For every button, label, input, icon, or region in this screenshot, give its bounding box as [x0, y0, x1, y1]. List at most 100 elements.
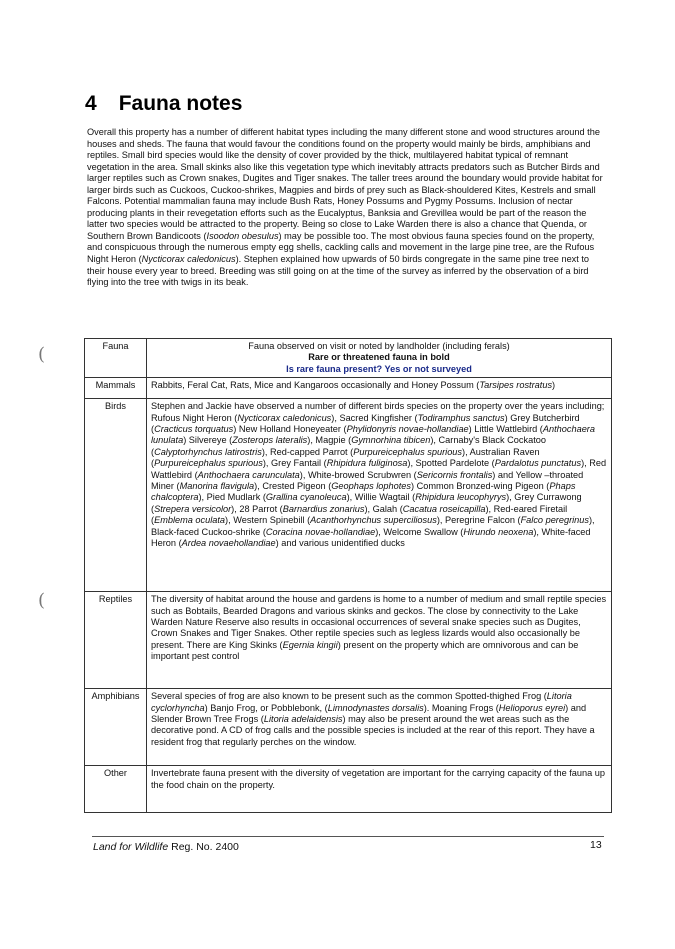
text-run: ), Crested Pigeon ( [254, 481, 332, 492]
fauna-category: Amphibians [84, 688, 147, 767]
footer-reg: Reg. No. 2400 [168, 841, 239, 853]
fauna-description: Several species of frog are also known t… [146, 688, 612, 767]
text-run: ), Spotted Pardelote ( [407, 458, 495, 469]
text-run: ), Red-capped Parrot ( [261, 446, 354, 457]
text-run: Stephen and Jackie have observed a numbe… [151, 401, 605, 423]
text-run: ), Magpie ( [307, 435, 352, 446]
text-run: ) Little Wattlebird ( [468, 424, 543, 435]
text-run: ), Welcome Swallow ( [375, 526, 464, 537]
species-name: Cracticus torquatus [154, 424, 234, 435]
text-run: ). Moaning Frogs ( [423, 702, 499, 713]
species-name: Cacatua roseicapilla [402, 503, 486, 514]
species-name: Nycticorax caledonicus [237, 412, 332, 423]
species-name: Limnodynastes dorsalis [327, 702, 424, 713]
footer-brand: Land for Wildlife [93, 841, 169, 853]
species-name: Helioporus eyrei [498, 702, 566, 713]
species-name: Coracina novae-hollandiae [265, 526, 376, 537]
text-run: Invertebrate fauna present with the dive… [151, 768, 606, 790]
text-run: ), Pied Mudlark ( [198, 492, 266, 503]
text-run: The diversity of habitat around the hous… [151, 594, 607, 650]
text-run: ) Banjo Frog, or Pobblebonk, ( [204, 702, 328, 713]
species-name: Anthochaera lunulata [151, 424, 595, 446]
species-name: Anthochaera carunculata [197, 469, 300, 480]
text-run: ), Galah ( [364, 503, 403, 514]
species-name: Sericornis frontalis [416, 469, 493, 480]
species-name: Falco peregrinus [520, 515, 589, 526]
margin-mark: ( [38, 344, 46, 365]
text-run: ) Silvereye ( [183, 435, 233, 446]
text-run: ) [552, 380, 556, 391]
text-run: ), 28 Parrot ( [231, 503, 283, 514]
species-name: Tarsipes rostratus [479, 380, 553, 391]
species-name: Rhipidura fuliginosa [326, 458, 408, 469]
text-run: ), Grey Fantail ( [262, 458, 327, 469]
text-run: ), White-faced Heron ( [151, 526, 591, 549]
species-name: Gymnorhina tibicen [351, 435, 431, 446]
species-name: Hirundo neoxena [463, 526, 534, 537]
fauna-category: Birds [84, 398, 147, 593]
section-number: 4 [85, 92, 97, 115]
header-description-cell: Fauna observed on visit or noted by land… [146, 337, 612, 379]
text-run: ), Grey Currawong ( [151, 492, 582, 514]
species-name: Manorina flavigula [179, 481, 255, 492]
text-run: Rabbits, Feral Cat, Rats, Mice and Kanga… [151, 380, 480, 391]
text-run: ), Willie Wagtail ( [346, 492, 416, 503]
species-name: Geophaps lophotes [331, 481, 411, 492]
fauna-category: Other [84, 765, 147, 814]
species-name: Nycticorax caledonicus [141, 254, 236, 265]
fauna-description: Rabbits, Feral Cat, Rats, Mice and Kanga… [146, 377, 612, 400]
text-run: Overall this property has a number of di… [87, 127, 603, 241]
text-run: ) and various unidentified ducks [275, 538, 405, 549]
footer-title: Land for Wildlife Reg. No. 2400 [93, 841, 239, 853]
species-name: Pardalotus punctatus [494, 458, 582, 469]
text-run: ). Stephen explained how upwards of 50 b… [87, 254, 590, 288]
fauna-category: Mammals [84, 377, 147, 400]
fauna-table: Fauna Fauna observed on visit or noted b… [84, 337, 612, 814]
section-title: Fauna notes [118, 92, 243, 115]
species-name: Isoodon obesulus [206, 230, 279, 241]
fauna-description: Stephen and Jackie have observed a numbe… [146, 398, 612, 593]
species-name: Zosterops lateralis [232, 435, 308, 446]
text-run: ) present on the property which are omni… [151, 639, 579, 662]
margin-mark: ( [38, 590, 46, 611]
text-run: ), Red Wattlebird ( [151, 458, 607, 480]
page-number: 13 [590, 839, 602, 851]
table-row: Mammals Rabbits, Feral Cat, Rats, Mice an… [84, 377, 612, 400]
text-run: ), Sacred Kingfisher ( [331, 412, 418, 423]
text-run: ) Common Bronzed-wing Pigeon ( [410, 481, 550, 492]
species-name: Litoria cyclorhyncha [151, 691, 572, 713]
text-run: ), Red-eared Firetail ( [151, 503, 568, 526]
species-name: Todiramphus sanctus [417, 412, 505, 423]
text-run: ), Peregrine Falcon ( [436, 515, 521, 526]
intro-paragraph: Overall this property has a number of di… [87, 127, 607, 289]
species-name: Calyptorhynchus latirostris [154, 446, 262, 457]
species-name: Strepera versicolor [154, 503, 232, 514]
text-run: ), White-browed Scrubwren ( [299, 469, 417, 480]
section-heading: 4 Fauna notes [85, 92, 242, 116]
text-run: ), Western Spinebill ( [225, 515, 311, 526]
species-name: Barnardius zonarius [282, 503, 365, 514]
header-line-observed: Fauna observed on visit or noted by land… [248, 341, 510, 351]
species-name: Phaps chalcoptera [151, 481, 576, 503]
text-run: ), Australian Raven ( [151, 446, 540, 469]
text-run: ) may also be present around the wet are… [151, 714, 595, 747]
header-line-rare: Rare or threatened fauna in bold [308, 352, 450, 363]
table-header-row: Fauna Fauna observed on visit or noted b… [84, 337, 612, 379]
text-run: ), Black-faced Cuckoo-shrike ( [151, 515, 595, 537]
header-line-present: Is rare fauna present? Yes or not survey… [286, 363, 472, 374]
species-name: Rhipidura leucophyrys [415, 492, 507, 503]
species-name: Emblema oculata [154, 515, 226, 526]
text-run: ) Grey Butcherbird ( [151, 412, 580, 435]
text-run: ), Carnaby's Black Cockatoo ( [151, 435, 546, 457]
species-name: Acanthorhynchus superciliosus [310, 515, 437, 526]
species-name: Purpureicephalus spurious [353, 446, 463, 457]
header-fauna-cell: Fauna [84, 337, 147, 379]
species-name: Egernia kingii [282, 639, 338, 650]
species-name: Ardea novaehollandiae [181, 538, 276, 549]
text-run: ) and Slender Brown Tree Frogs ( [151, 702, 587, 725]
species-name: Purpureicephalus spurious [154, 458, 263, 469]
